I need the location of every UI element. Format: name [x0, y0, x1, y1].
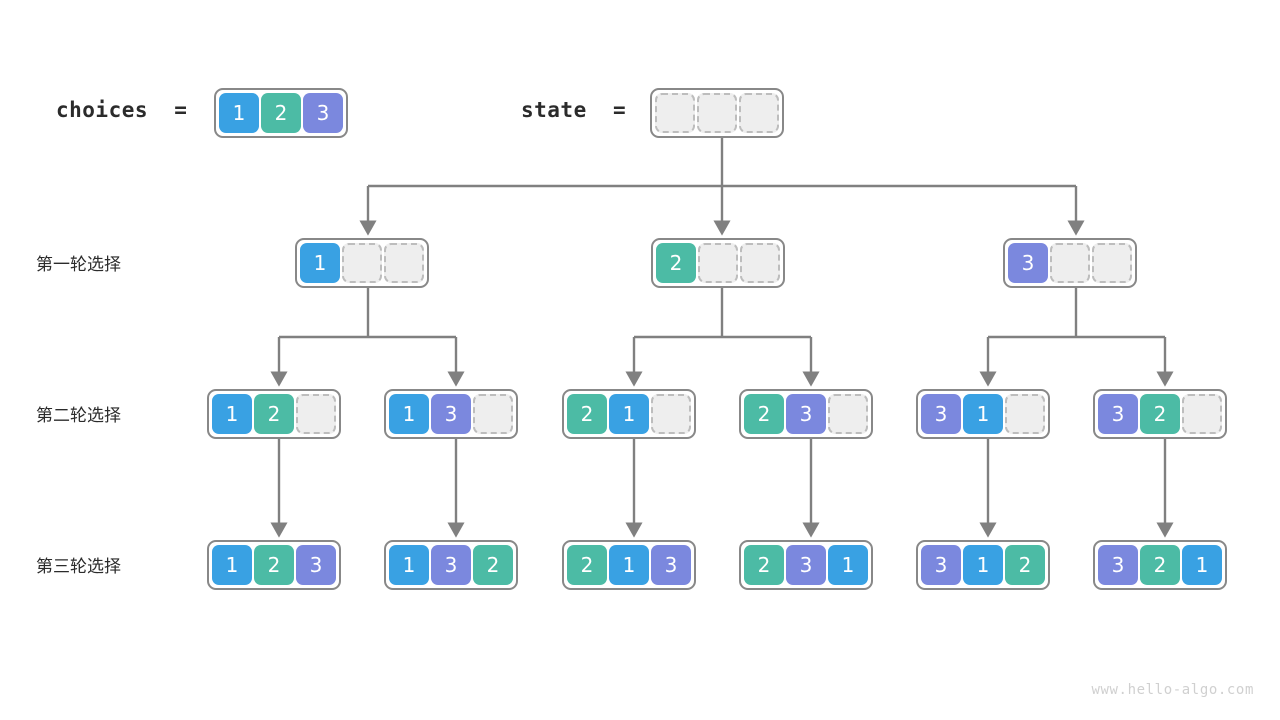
- array-cell-empty: [473, 394, 513, 434]
- state-label: state =: [521, 98, 627, 122]
- array-cell-value: 3: [431, 545, 471, 585]
- array-cell-value: 1: [609, 545, 649, 585]
- array-cell-value: 3: [651, 545, 691, 585]
- row-label-round-2: 第二轮选择: [36, 406, 121, 426]
- state-array: [650, 88, 784, 138]
- array-cell-empty: [1182, 394, 1222, 434]
- array-cell-value: 1: [1182, 545, 1222, 585]
- array-cell-value: 3: [1098, 545, 1138, 585]
- choices-label: choices =: [56, 98, 188, 122]
- array-cell-value: 1: [963, 545, 1003, 585]
- array-cell-value: 1: [219, 93, 259, 133]
- array-cell-empty: [697, 93, 737, 133]
- array-cell-value: 3: [1008, 243, 1048, 283]
- array-cell-empty: [384, 243, 424, 283]
- row-label-round-1: 第一轮选择: [36, 255, 121, 275]
- array-cell-value: 3: [431, 394, 471, 434]
- level1-node-2: 2: [651, 238, 785, 288]
- array-cell-value: 2: [656, 243, 696, 283]
- array-cell-value: 1: [963, 394, 1003, 434]
- array-cell-empty: [342, 243, 382, 283]
- array-cell-empty: [740, 243, 780, 283]
- array-cell-value: 3: [921, 545, 961, 585]
- array-cell-empty: [655, 93, 695, 133]
- level1-node-1: 1: [295, 238, 429, 288]
- array-cell-value: 3: [786, 394, 826, 434]
- array-cell-empty: [651, 394, 691, 434]
- array-cell-value: 3: [296, 545, 336, 585]
- array-cell-value: 2: [473, 545, 513, 585]
- array-cell-value: 1: [212, 394, 252, 434]
- array-cell-value: 2: [1140, 545, 1180, 585]
- array-cell-value: 3: [303, 93, 343, 133]
- array-cell-value: 2: [567, 545, 607, 585]
- array-cell-value: 1: [300, 243, 340, 283]
- array-cell-empty: [739, 93, 779, 133]
- array-cell-value: 2: [1005, 545, 1045, 585]
- array-cell-value: 3: [1098, 394, 1138, 434]
- array-cell-value: 2: [254, 545, 294, 585]
- array-cell-value: 2: [1140, 394, 1180, 434]
- array-cell-value: 2: [744, 394, 784, 434]
- array-cell-value: 2: [744, 545, 784, 585]
- row-label-round-3: 第三轮选择: [36, 557, 121, 577]
- array-cell-value: 1: [828, 545, 868, 585]
- array-cell-value: 2: [567, 394, 607, 434]
- array-cell-empty: [296, 394, 336, 434]
- array-cell-value: 2: [254, 394, 294, 434]
- array-cell-empty: [1005, 394, 1045, 434]
- array-cell-empty: [828, 394, 868, 434]
- array-cell-value: 2: [261, 93, 301, 133]
- array-cell-value: 3: [921, 394, 961, 434]
- array-cell-value: 1: [389, 394, 429, 434]
- array-cell-value: 1: [609, 394, 649, 434]
- site-watermark: www.hello-algo.com: [1091, 682, 1254, 698]
- array-cell-empty: [1050, 243, 1090, 283]
- level1-node-3: 3: [1003, 238, 1137, 288]
- array-cell-value: 1: [212, 545, 252, 585]
- array-cell-empty: [1092, 243, 1132, 283]
- array-cell-value: 3: [786, 545, 826, 585]
- array-cell-empty: [698, 243, 738, 283]
- array-cell-value: 1: [389, 545, 429, 585]
